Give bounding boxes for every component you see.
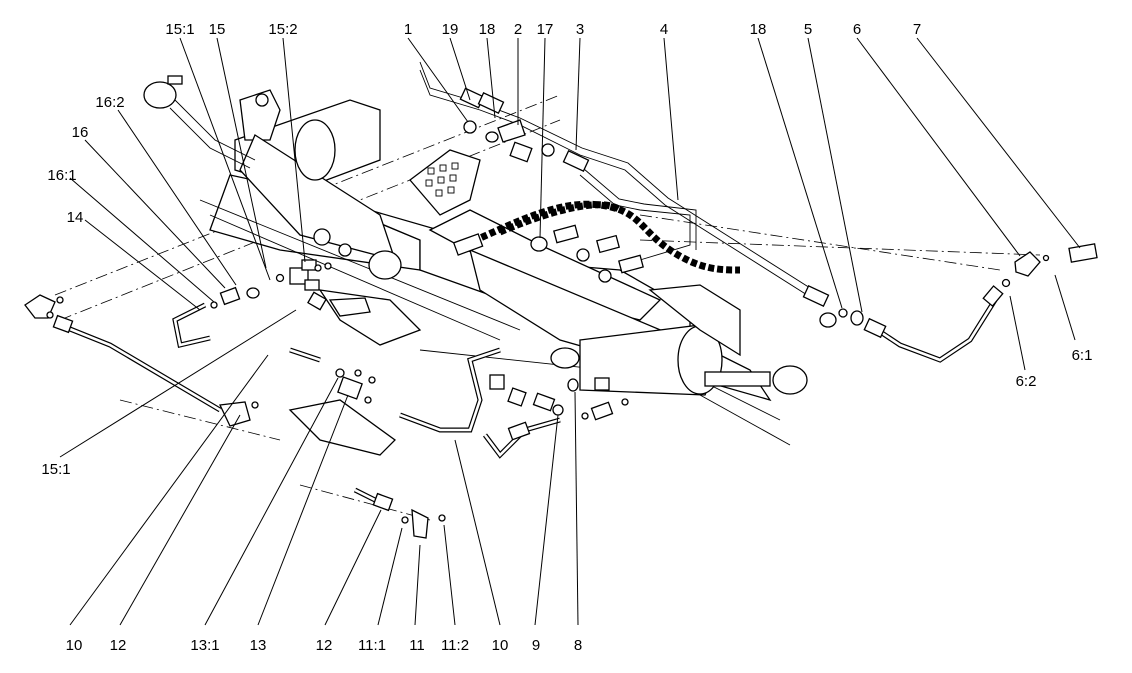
fittings (24, 87, 1098, 539)
callout-16: 16 (72, 124, 89, 141)
callout-3: 3 (576, 21, 584, 38)
callout-6: 6 (853, 21, 861, 38)
callout-14: 14 (67, 209, 84, 226)
callout-13: 13 (250, 637, 267, 654)
callout-15-1-left: 15:1 (41, 461, 70, 478)
leader-lines (59, 37, 1081, 626)
callout-12-bottom: 12 (316, 637, 333, 654)
callout-10-bottom: 10 (492, 637, 509, 654)
callout-19: 19 (442, 21, 459, 38)
callout-16-1: 16:1 (47, 167, 76, 184)
callout-7: 7 (913, 21, 921, 38)
callout-8: 8 (574, 637, 582, 654)
callout-11: 11 (409, 637, 425, 654)
callout-labels: 15:1 15 15:2 1 19 18 2 17 3 4 18 5 6 7 1… (41, 21, 1092, 654)
callout-15-1-top: 15:1 (165, 21, 194, 38)
callout-11-2: 11:2 (441, 637, 469, 654)
callout-9: 9 (532, 637, 540, 654)
hose-lines (59, 61, 998, 508)
callout-10-left: 10 (66, 637, 83, 654)
callout-15-top: 15 (209, 21, 226, 38)
callout-16-2: 16:2 (95, 94, 124, 111)
callout-18-top: 18 (479, 21, 496, 38)
callout-5: 5 (804, 21, 812, 38)
callout-11-1: 11:1 (358, 637, 386, 654)
callout-15-2: 15:2 (268, 21, 297, 38)
callout-17: 17 (537, 21, 554, 38)
callout-4: 4 (660, 21, 668, 38)
callout-12-left: 12 (110, 637, 127, 654)
callout-6-2: 6:2 (1016, 373, 1037, 390)
callout-6-1: 6:1 (1072, 347, 1093, 364)
callout-1: 1 (404, 21, 412, 38)
callout-2: 2 (514, 21, 522, 38)
callout-13-1: 13:1 (190, 637, 219, 654)
chassis-frame (54, 75, 1041, 521)
callout-18-right: 18 (750, 21, 767, 38)
